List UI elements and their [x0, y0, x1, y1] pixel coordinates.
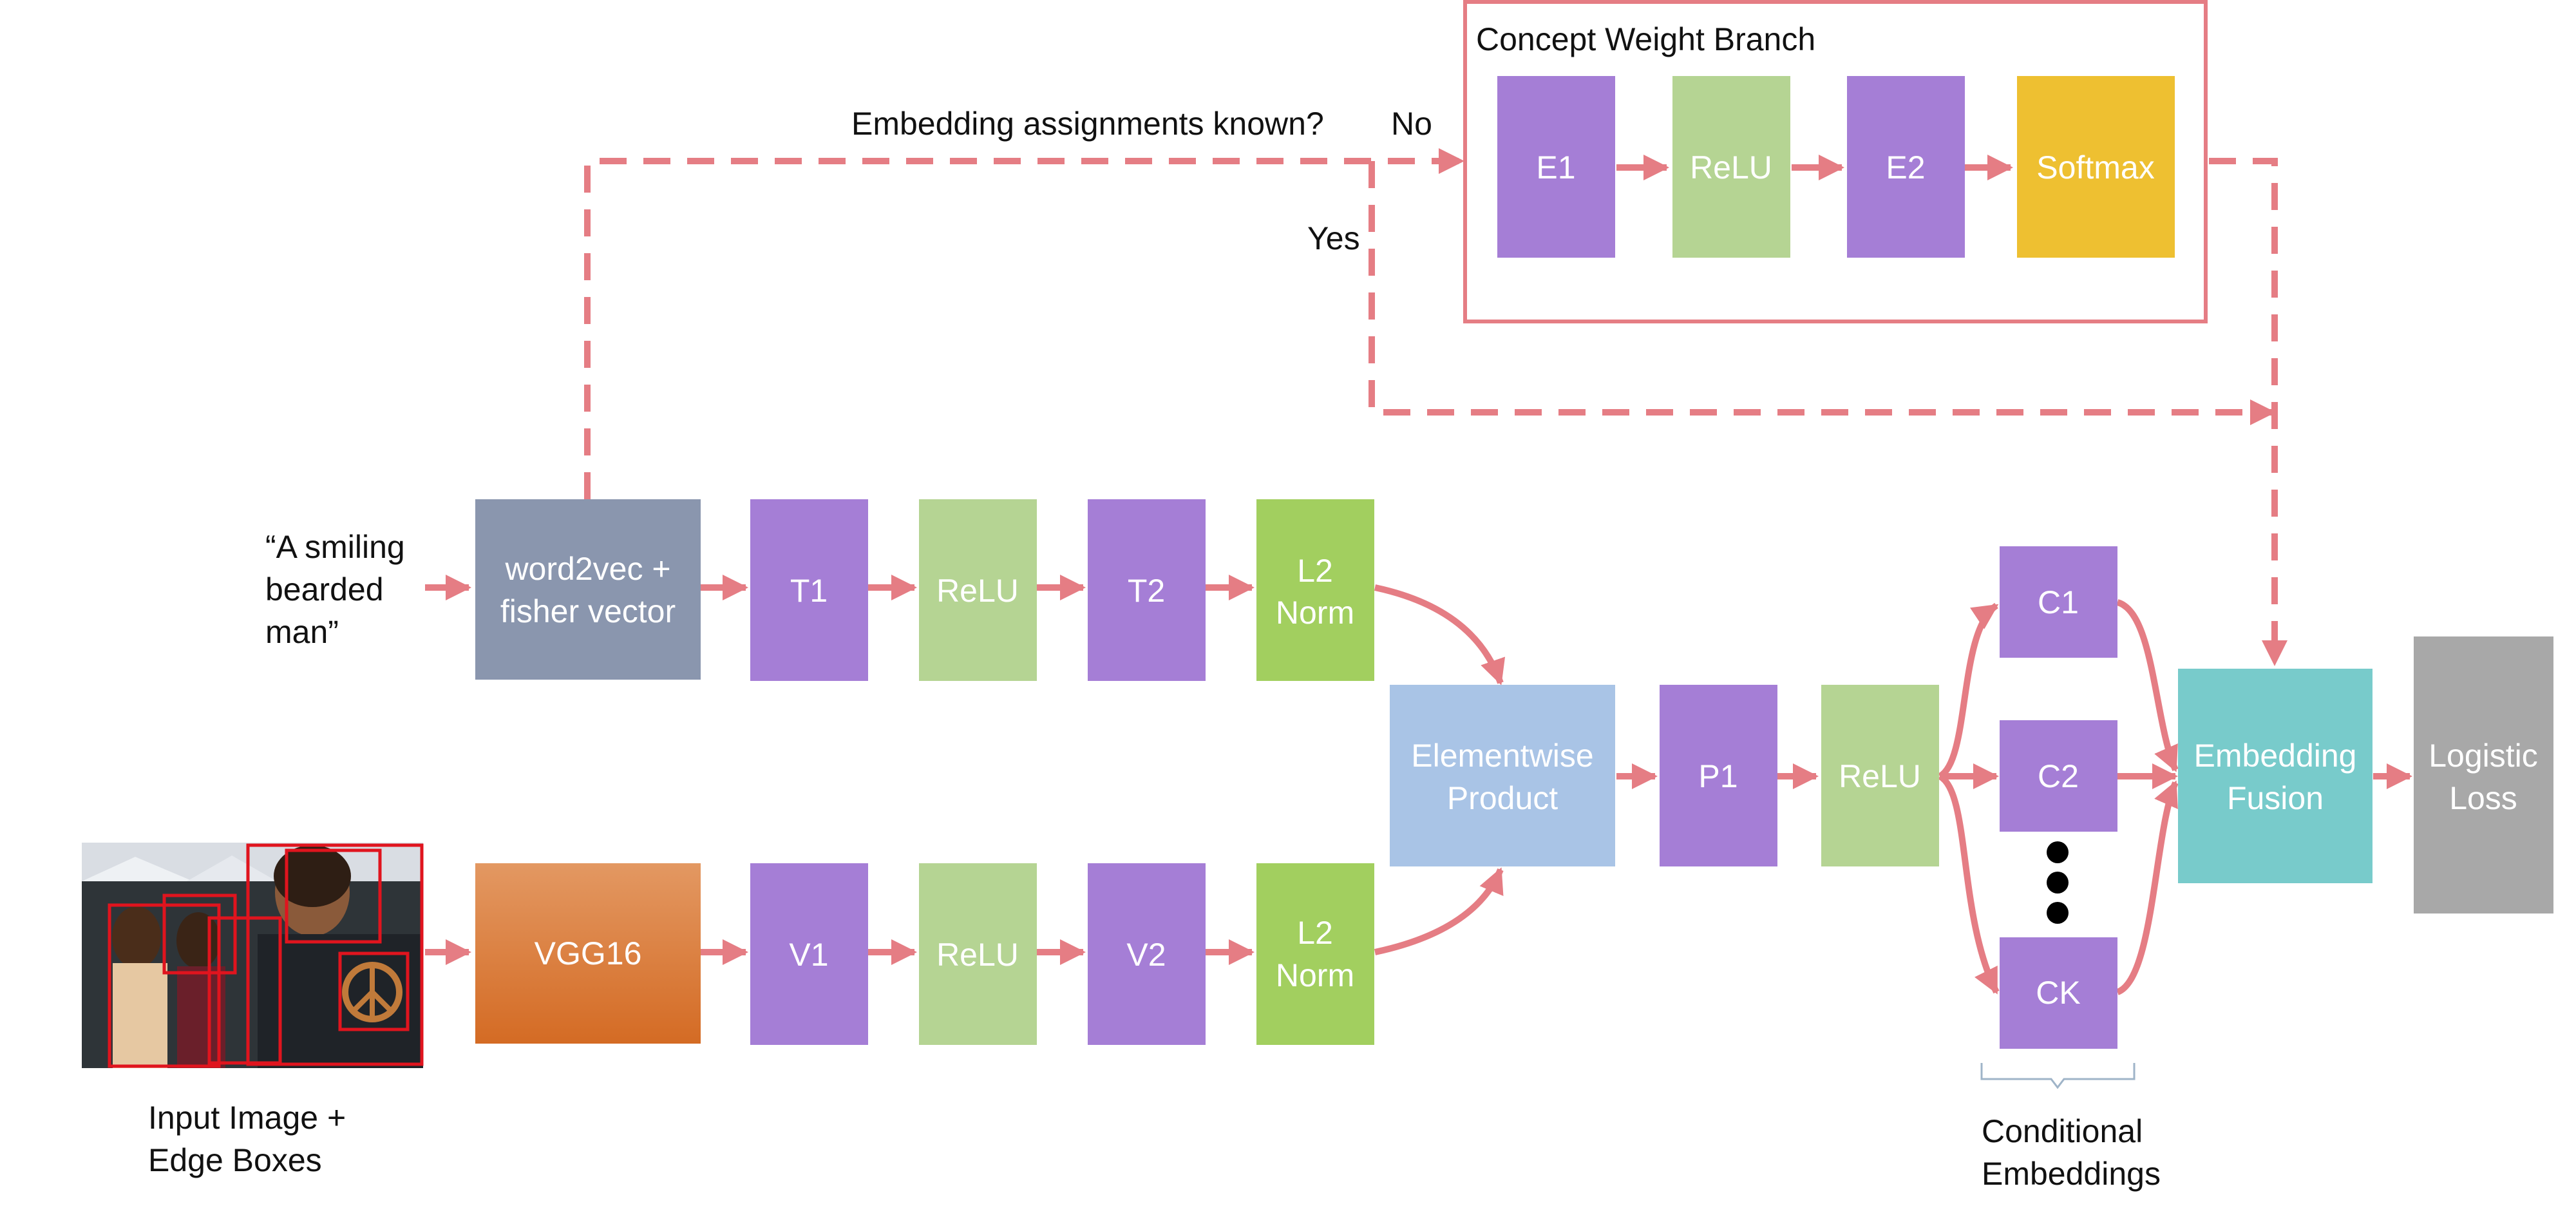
svg-text:T1: T1 [790, 573, 828, 609]
svg-text:Logistic: Logistic [2429, 738, 2538, 774]
svg-text:Norm: Norm [1276, 957, 1354, 993]
svg-text:Input Image +: Input Image + [148, 1100, 346, 1136]
svg-text:Product: Product [1447, 780, 1558, 816]
arrow-c1-to-fusion [2116, 599, 2179, 772]
node-p1: P1 [1660, 685, 1777, 866]
arrow-l2img-to-elementwise [1374, 867, 1504, 955]
node-embedding-fusion: Embedding Fusion [2178, 669, 2372, 883]
svg-text:V1: V1 [789, 937, 828, 973]
conditional-embeddings-bracket [1980, 1063, 2136, 1089]
dashed-path-word2vec-to-concept-branch [584, 148, 1464, 499]
svg-text:“A smiling: “A smiling [265, 529, 405, 565]
node-vgg16: VGG16 [475, 863, 701, 1044]
concept-branch-border [1463, 0, 2208, 323]
svg-text:L2: L2 [1297, 915, 1333, 951]
text-input-caption: “A smiling bearded man” [265, 529, 405, 650]
svg-text:VGG16: VGG16 [535, 935, 642, 971]
svg-text:P1: P1 [1698, 758, 1738, 794]
concept-weight-branch: Concept Weight Branch E1 ReLU E2 Softmax [1463, 0, 2208, 323]
node-softmax: Softmax [2017, 76, 2175, 258]
node-text-relu: ReLU [919, 499, 1037, 681]
node-t1: T1 [750, 499, 868, 681]
svg-text:word2vec +: word2vec + [504, 551, 670, 587]
node-ck: CK [2000, 937, 2117, 1049]
arrow-ck-to-fusion [2116, 780, 2179, 995]
svg-text:Fusion: Fusion [2227, 780, 2324, 816]
svg-text:C2: C2 [2038, 758, 2079, 794]
arrow-relu-to-c1 [1938, 602, 1999, 779]
svg-text:Conditional: Conditional [1982, 1113, 2143, 1149]
node-v1: V1 [750, 863, 868, 1045]
dashed-path-softmax-to-fusion [2209, 158, 2287, 666]
input-image-thumbnail [82, 843, 424, 1068]
svg-text:E1: E1 [1536, 149, 1575, 186]
ellipsis-dots [2047, 841, 2069, 924]
svg-text:Loss: Loss [2449, 780, 2517, 816]
svg-text:Softmax: Softmax [2036, 149, 2154, 186]
node-t2: T2 [1088, 499, 1206, 681]
node-c1: C1 [2000, 546, 2117, 658]
conditional-embeddings-caption: Conditional Embeddings [1982, 1113, 2161, 1192]
dashed-path-yes-route [1368, 161, 2276, 425]
svg-text:V2: V2 [1126, 937, 1166, 973]
svg-text:ReLU: ReLU [1690, 149, 1772, 186]
svg-text:ReLU: ReLU [1839, 758, 1921, 794]
node-word2vec: word2vec + fisher vector [475, 499, 701, 680]
concept-branch-title: Concept Weight Branch [1476, 21, 1815, 57]
node-joint-relu: ReLU [1821, 685, 1939, 866]
svg-text:L2: L2 [1297, 553, 1333, 589]
svg-text:bearded: bearded [265, 571, 384, 607]
node-image-relu: ReLU [919, 863, 1037, 1045]
svg-text:fisher vector: fisher vector [500, 593, 676, 629]
svg-text:ReLU: ReLU [936, 573, 1019, 609]
node-image-l2-norm: L2 Norm [1256, 863, 1374, 1045]
arrow-l2text-to-elementwise [1374, 584, 1506, 685]
node-e1: E1 [1497, 76, 1615, 258]
svg-text:Edge Boxes: Edge Boxes [148, 1142, 322, 1178]
svg-text:ReLU: ReLU [936, 937, 1019, 973]
svg-text:Norm: Norm [1276, 595, 1354, 631]
svg-text:T2: T2 [1128, 573, 1165, 609]
decision-no-label: No [1391, 106, 1432, 142]
node-e2: E2 [1847, 76, 1965, 258]
svg-text:CK: CK [2036, 975, 2080, 1011]
svg-text:Embedding: Embedding [2194, 738, 2357, 774]
node-v2: V2 [1088, 863, 1206, 1045]
decision-question: Embedding assignments known? [851, 106, 1324, 142]
svg-text:Elementwise: Elementwise [1411, 738, 1593, 774]
image-input-caption: Input Image + Edge Boxes [148, 1100, 346, 1178]
node-logistic-loss: Logistic Loss [2414, 636, 2553, 913]
svg-text:Embeddings: Embeddings [1982, 1156, 2161, 1192]
decision-yes-label: Yes [1307, 220, 1360, 256]
node-c2: C2 [2000, 720, 2117, 832]
node-text-l2-norm: L2 Norm [1256, 499, 1374, 681]
node-concept-relu: ReLU [1672, 76, 1790, 258]
edge-boxes [108, 843, 424, 1068]
arrow-relu-to-ck [1938, 773, 2000, 995]
svg-text:man”: man” [265, 614, 339, 650]
svg-text:E2: E2 [1886, 149, 1925, 186]
node-elementwise-product: Elementwise Product [1390, 685, 1615, 866]
svg-text:C1: C1 [2038, 584, 2079, 620]
connectors [425, 148, 2412, 995]
